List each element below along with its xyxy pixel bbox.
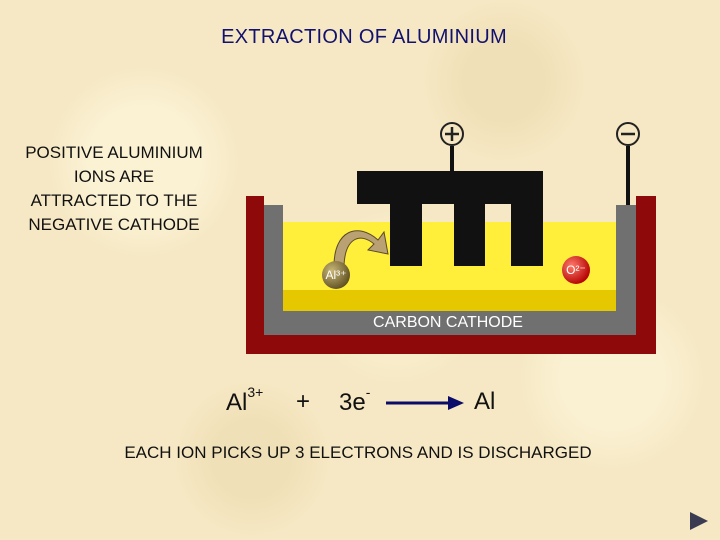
aluminium-ion-label: Al³⁺ <box>325 268 347 282</box>
carbon-anode <box>357 171 543 266</box>
ion-movement-arrow <box>333 230 389 267</box>
explanation-text: POSITIVE ALUMINIUM IONS ARE ATTRACTED TO… <box>25 143 203 234</box>
oxide-ion <box>562 256 590 284</box>
equation-plus: + <box>296 388 311 415</box>
carbon-cathode-lining <box>264 205 636 335</box>
aluminium-ion <box>322 261 350 289</box>
equation-product: Al <box>474 388 496 415</box>
oxide-ion-label: O²⁻ <box>566 263 586 277</box>
reaction-arrow-icon <box>386 396 464 410</box>
equation-electrons: 3e- <box>339 384 371 416</box>
positive-terminal-icon <box>440 122 464 146</box>
slide-title: EXTRACTION OF ALUMINIUM <box>221 26 507 48</box>
carbon-cathode-label: CARBON CATHODE <box>373 314 523 331</box>
negative-terminal-icon <box>616 122 640 146</box>
molten-aluminium-layer <box>283 290 616 311</box>
caption: EACH ION PICKS UP 3 ELECTRONS AND IS DIS… <box>124 443 592 462</box>
next-slide-button[interactable] <box>690 512 708 530</box>
equation-reactant-ion: Al3+ <box>226 384 264 416</box>
tank-outer-wall <box>246 196 656 354</box>
